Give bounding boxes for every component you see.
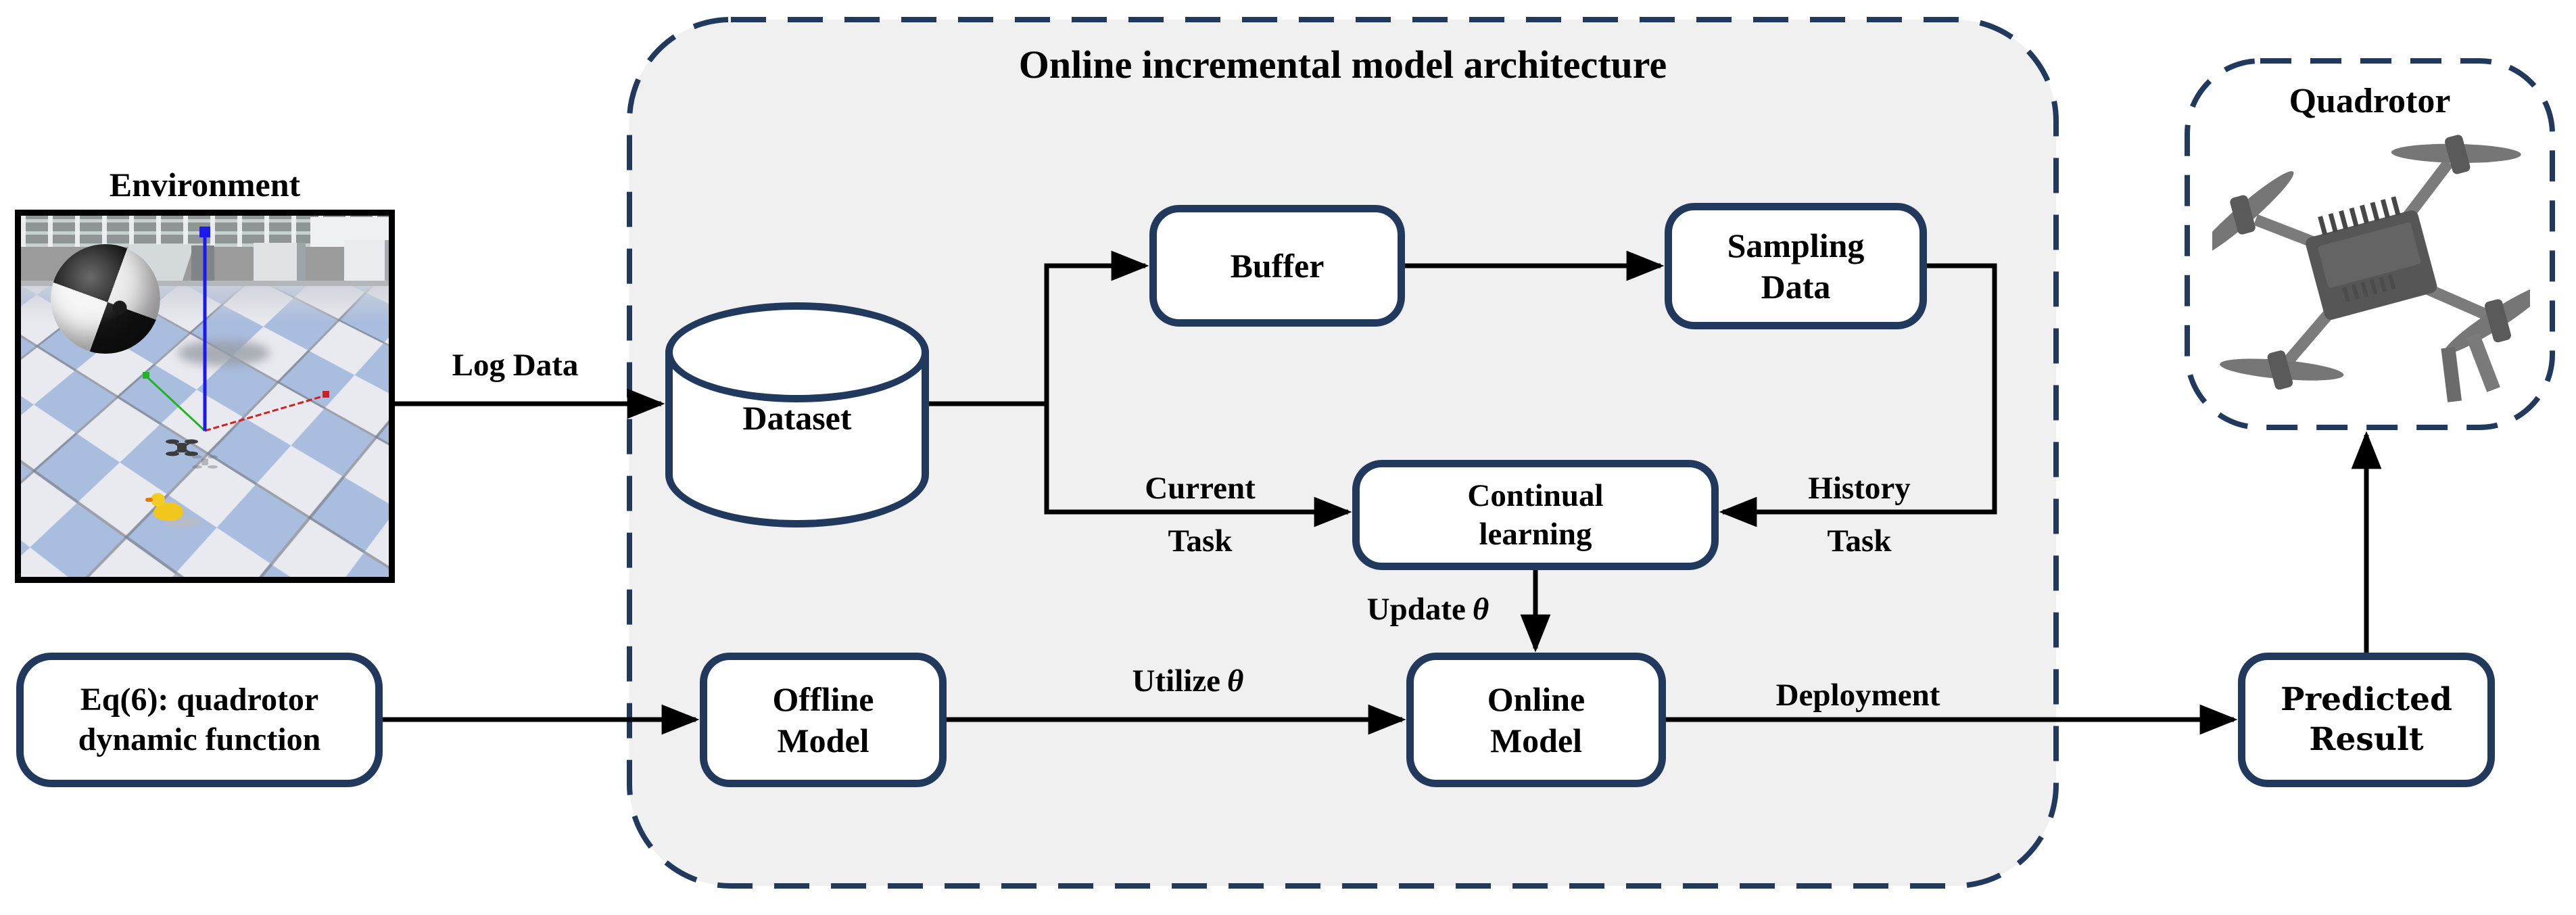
current-task-label-line2: Task [1168, 523, 1233, 559]
quadrotor-title: Quadrotor [2184, 81, 2556, 121]
small-drone [166, 436, 198, 459]
buffer-node: Buffer [1149, 205, 1405, 327]
utilize-theta-label: Utilizeθ [1132, 663, 1244, 699]
deployment-label: Deployment [1776, 677, 1940, 713]
history-task-label-line2: Task [1828, 523, 1892, 559]
history-task-label-line1: History [1808, 470, 1910, 507]
offline-model-node: Offline Model [700, 653, 947, 787]
predicted-result-node: Predicted Result [2238, 653, 2495, 787]
update-theta-label: Updateθ [1367, 591, 1489, 628]
axis-marker [21, 216, 389, 577]
current-task-label-line1: Current [1145, 470, 1256, 507]
cylinder-top [665, 302, 929, 402]
dataset-node: Dataset [665, 302, 929, 527]
online-model-node: Online Model [1406, 653, 1666, 787]
sampling-data-node: Sampling Data [1665, 203, 1927, 329]
environment-image [15, 210, 395, 583]
quadrotor-drone-image [2212, 133, 2530, 417]
dynamic-function-node: Eq(6): quadrotor dynamic function [16, 653, 383, 787]
dataset-label: Dataset [742, 398, 851, 438]
environment-title: Environment [59, 165, 350, 204]
architecture-title: Online incremental model architecture [626, 42, 2059, 87]
log-data-label: Log Data [452, 347, 579, 383]
continual-learning-node: Continual learning [1352, 460, 1719, 570]
